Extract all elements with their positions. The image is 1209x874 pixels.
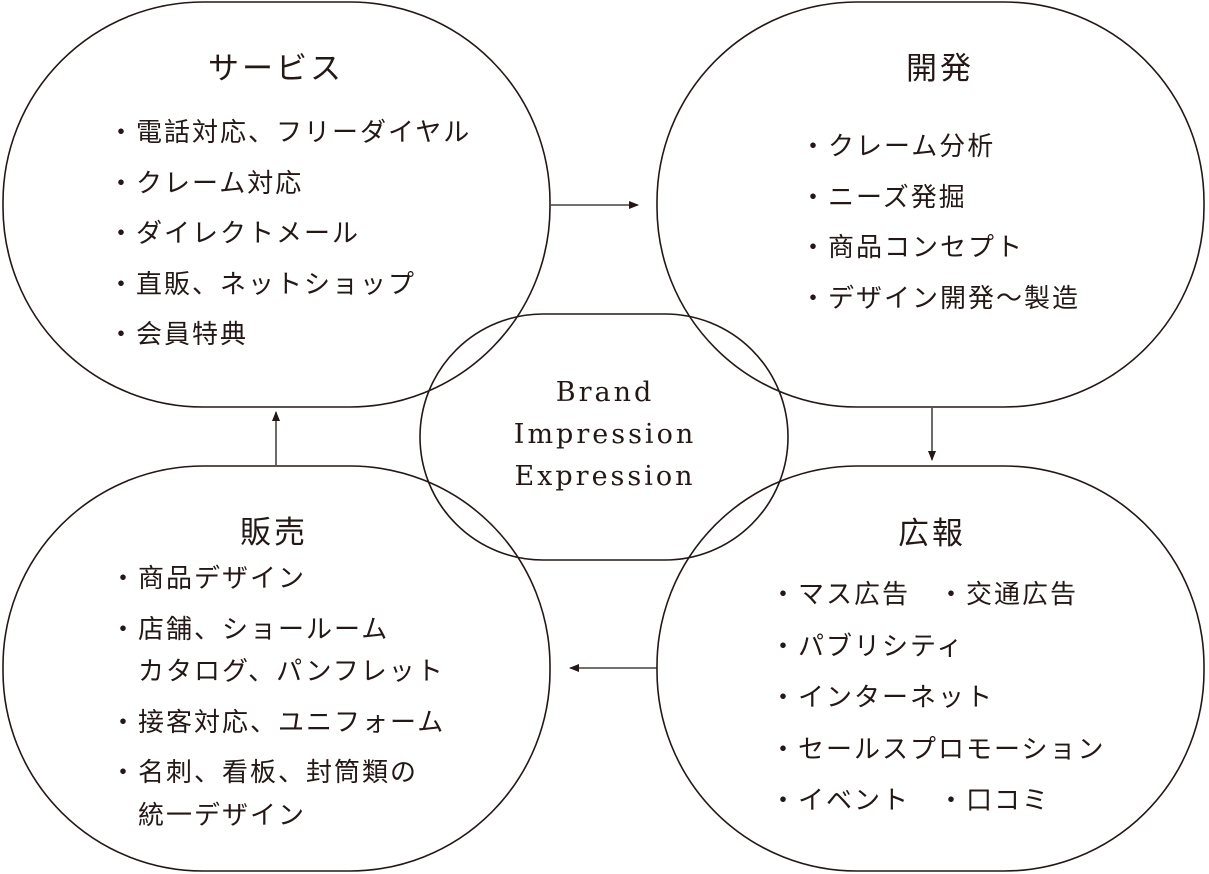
development-item: ・商品コンセプト <box>800 233 1025 263</box>
service-item: ・会員特典 <box>108 320 249 350</box>
sales-item: ・接客対応、ユニフォーム <box>110 707 446 738</box>
service-circle <box>2 1 551 408</box>
center-line: Brand <box>555 377 655 408</box>
pr-items: ・マス広告 ・交通広告 ・パブリシティ ・インターネット ・セールスプロモーショ… <box>770 570 1105 828</box>
center-label: Brand Impression Expression <box>420 372 790 498</box>
service-items: ・電話対応、フリーダイヤル ・クレーム対応 ・ダイレクトメール ・直販、ネットシ… <box>108 108 471 361</box>
center-line: Impression <box>513 419 697 450</box>
development-items: ・クレーム分析 ・ニーズ発掘 ・商品コンセプト ・デザイン開発〜製造 <box>800 122 1080 324</box>
sales-items: ・商品デザイン ・店舗、ショールーム カタログ、パンフレット ・接客対応、ユニフ… <box>110 558 445 837</box>
sales-item: カタログ、パンフレット <box>110 657 445 687</box>
sales-item: ・商品デザイン <box>110 564 307 594</box>
center-circle <box>419 313 789 561</box>
center-line: Expression <box>514 461 696 492</box>
sales-item: ・店舗、ショールーム <box>110 614 390 645</box>
service-title: サービス <box>208 51 344 87</box>
service-item: ・ダイレクトメール <box>108 219 361 249</box>
development-item: ・クレーム分析 <box>800 132 996 162</box>
service-item: ・直販、ネットショップ <box>108 269 417 300</box>
service-item: ・クレーム対応 <box>108 168 304 199</box>
service-item: ・電話対応、フリーダイヤル <box>108 118 472 148</box>
pr-item: ・パブリシティ <box>770 631 965 662</box>
sales-item: 統一デザイン <box>110 800 307 831</box>
pr-item: ・セールスプロモーション <box>770 734 1106 765</box>
development-item: ・ニーズ発掘 <box>800 182 967 213</box>
development-circle <box>656 1 1205 408</box>
sales-item: ・名刺、看板、封筒類の <box>110 758 419 788</box>
pr-item: ・イベント ・口コミ <box>770 786 1051 816</box>
development-item: ・デザイン開発〜製造 <box>800 283 1081 314</box>
sales-title: 販売 <box>240 515 308 551</box>
pr-item: ・マス広告 ・交通広告 <box>770 580 1079 610</box>
sales-circle <box>2 465 551 872</box>
pr-item: ・インターネット <box>770 683 995 713</box>
pr-title: 広報 <box>898 516 966 552</box>
development-title: 開発 <box>906 51 974 87</box>
